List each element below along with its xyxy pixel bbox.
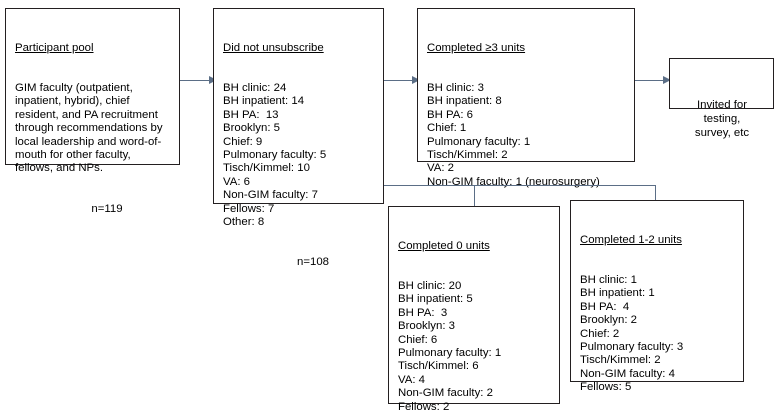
box-invited-for-testing: Invited for testing, survey, etc xyxy=(669,58,774,139)
connector-completed3-to-invited xyxy=(635,80,667,82)
connector-branch-horizontal xyxy=(384,185,656,187)
arrowhead-completed3-to-invited xyxy=(663,76,671,84)
box-participant-pool-title: Participant pool xyxy=(15,41,94,54)
box-did-not-unsubscribe-title: Did not unsubscribe xyxy=(223,41,324,54)
box-completed-1-2-units: Completed 1-2 units BH clinic: 1 BH inpa… xyxy=(570,200,744,393)
box-completed-0-units-items: BH clinic: 20 BH inpatient: 5 BH PA: 3 B… xyxy=(398,280,502,413)
box-completed-1-2-units-items: BH clinic: 1 BH inpatient: 1 BH PA: 4 Br… xyxy=(580,274,684,394)
box-participant-pool-total: n=119 xyxy=(91,202,123,215)
box-completed-0-units: Completed 0 units BH clinic: 20 BH inpat… xyxy=(388,206,560,413)
connector-branch-drop-right xyxy=(655,185,657,200)
box-participant-pool: Participant pool GIM faculty (outpatient… xyxy=(5,8,180,215)
box-completed-3-or-more-title: Completed ≥3 units xyxy=(427,41,526,54)
box-invited-for-testing-body: Invited for testing, survey, etc xyxy=(694,98,750,139)
box-did-not-unsubscribe-total: n=108 xyxy=(297,256,329,269)
box-completed-3-or-more: Completed ≥3 units BH clinic: 3 BH inpat… xyxy=(417,8,635,228)
box-completed-1-2-units-title: Completed 1-2 units xyxy=(580,233,682,246)
box-did-not-unsubscribe-items: BH clinic: 24 BH inpatient: 14 BH PA: 13… xyxy=(223,82,327,229)
connector-pool-to-unsubscribe xyxy=(180,80,212,82)
arrowhead-unsubscribe-to-completed3 xyxy=(412,76,420,84)
connector-branch-drop-left xyxy=(474,185,476,206)
connector-unsubscribe-to-completed3 xyxy=(384,80,416,82)
box-participant-pool-body: GIM faculty (outpatient, inpatient, hybr… xyxy=(15,82,166,175)
box-completed-0-units-title: Completed 0 units xyxy=(398,239,490,252)
box-completed-3-or-more-items: BH clinic: 3 BH inpatient: 8 BH PA: 6 Ch… xyxy=(427,82,600,188)
box-did-not-unsubscribe: Did not unsubscribe BH clinic: 24 BH inp… xyxy=(213,8,384,268)
